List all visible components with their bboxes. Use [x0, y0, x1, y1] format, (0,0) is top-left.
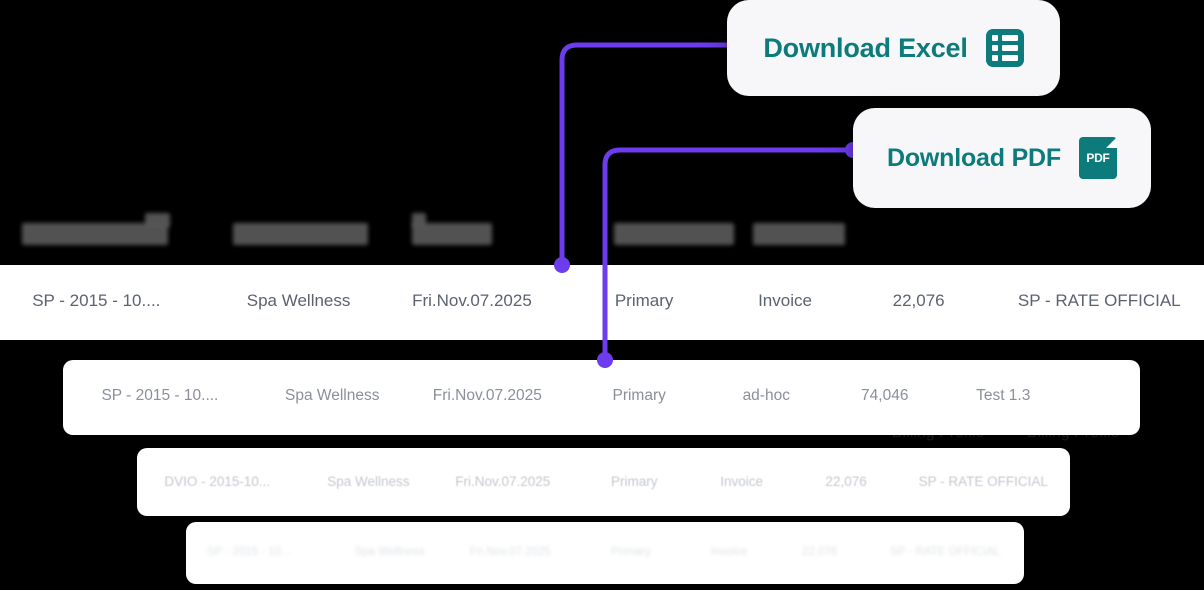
cell-date: Fri.Nov.07.2025	[432, 387, 542, 404]
cell-rate: SP - RATE OFFICIAL	[890, 546, 1001, 558]
cell-type: Primary	[612, 387, 666, 404]
cell-account: Spa Wellness	[354, 546, 425, 558]
cell-rate: SP - RATE OFFICIAL	[918, 474, 1048, 489]
table-header-redacted-1-cap	[145, 213, 170, 227]
table-row[interactable]: SP - 2015 - 10... Spa Wellness Fri.Nov.0…	[186, 522, 1024, 584]
cell-date: Fri.Nov.07.2025	[412, 291, 532, 310]
download-pdf-button[interactable]: Download PDF PDF	[853, 108, 1151, 208]
cell-amount: 22,076	[892, 291, 945, 310]
download-excel-label: Download Excel	[763, 32, 968, 63]
cell-category: Invoice	[720, 474, 763, 489]
cell-account: Spa Wellness	[246, 291, 351, 310]
cell-category: Invoice	[710, 546, 748, 558]
connector-pdf-path	[602, 147, 856, 363]
list-grid-icon	[985, 29, 1024, 67]
cell-id: SP - 2015 - 10....	[101, 387, 219, 404]
connector-excel-path	[559, 42, 730, 268]
download-excel-button[interactable]: Download Excel	[727, 0, 1060, 96]
cell-rate: Test 1.3	[976, 387, 1031, 404]
cell-amount: 22,076	[825, 474, 867, 489]
table-header-row: Billing Profile Billing Profile	[0, 205, 1204, 441]
cell-account: Spa Wellness	[327, 474, 410, 489]
table-header-redacted-4	[614, 223, 734, 245]
pdf-icon-text: PDF	[1086, 151, 1110, 165]
connector-pdf-endpoint-dot	[597, 352, 613, 368]
connector-excel-endpoint-dot	[554, 257, 570, 273]
cell-category: Invoice	[758, 291, 812, 310]
table-header-redacted-3	[412, 223, 492, 245]
cell-id: SP - 2015 - 10...	[207, 546, 291, 558]
cell-type: Primary	[614, 291, 674, 310]
table-header-redacted-5	[753, 223, 845, 245]
cell-category: ad-hoc	[742, 387, 790, 404]
table-header-redacted-3-cap	[412, 213, 426, 227]
cell-rate: SP - RATE OFFICIAL	[1017, 291, 1181, 310]
table-row[interactable]: SP - 2015 - 10.... Spa Wellness Fri.Nov.…	[0, 265, 1204, 340]
cell-amount: 74,046	[861, 387, 909, 404]
table-row[interactable]: DVIO - 2015-10... Spa Wellness Fri.Nov.0…	[137, 448, 1070, 516]
cell-account: Spa Wellness	[285, 387, 380, 404]
pdf-file-icon: PDF	[1078, 137, 1117, 179]
cell-date: Fri.Nov.07.2025	[455, 474, 551, 489]
cell-type: Primary	[611, 546, 651, 558]
table-header-redacted-2	[233, 223, 368, 245]
download-pdf-label: Download PDF	[887, 143, 1061, 172]
cell-id: SP - 2015 - 10....	[32, 291, 161, 310]
table-row[interactable]: SP - 2015 - 10.... Spa Wellness Fri.Nov.…	[63, 360, 1140, 435]
cell-type: Primary	[611, 474, 658, 489]
cell-date: Fri.Nov.07.2025	[469, 546, 551, 558]
table-header-redacted-1	[22, 223, 168, 245]
cell-id: DVIO - 2015-10...	[164, 474, 271, 489]
cell-amount: 22,076	[801, 546, 838, 558]
